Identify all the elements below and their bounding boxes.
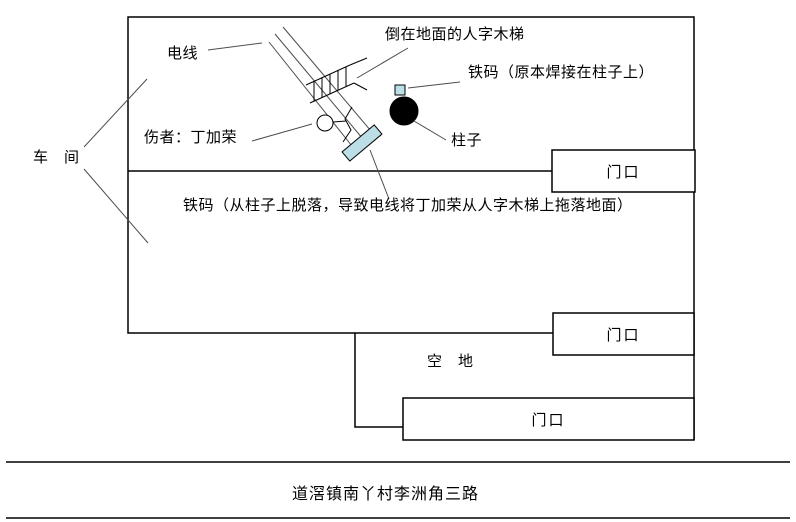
workshop-pointer-upper bbox=[83, 78, 148, 148]
injured-person-marker bbox=[316, 114, 334, 132]
doorway-label-2: 门口 bbox=[606, 326, 641, 344]
ladder-leader-line bbox=[356, 47, 409, 79]
workshop-label: 车 间 bbox=[33, 149, 80, 166]
wire-label: 电线 bbox=[167, 45, 199, 62]
doorway-label-3: 门口 bbox=[531, 411, 566, 429]
pillar-marker bbox=[389, 96, 419, 126]
pillar-leader-line bbox=[413, 120, 447, 141]
fallen-ladder-shape bbox=[305, 57, 368, 104]
iron-weight-on-pillar bbox=[394, 84, 406, 96]
workshop-pointer-lower bbox=[83, 168, 149, 244]
injured-leader-line bbox=[251, 123, 313, 142]
open-ground-label: 空 地 bbox=[427, 353, 474, 370]
road-label: 道滘镇南丫村李洲角三路 bbox=[292, 486, 480, 503]
weight-on-pillar-label: 铁码（原本焊接在柱子上） bbox=[468, 64, 655, 81]
doorway-box-3 bbox=[402, 397, 695, 441]
injured-person-arm bbox=[332, 120, 347, 123]
yard-left-wall bbox=[354, 333, 403, 428]
doorway-box-2 bbox=[552, 312, 695, 356]
fallen-iron-weight bbox=[341, 124, 383, 162]
fallen-weight-label: 铁码（从柱子上脱落，导致电线将丁加荣从人字木梯上拖落地面） bbox=[183, 197, 633, 214]
injured-person-label: 伤者：丁加荣 bbox=[144, 129, 238, 146]
weight-on-pillar-leader-line bbox=[407, 81, 461, 89]
electric-wires bbox=[268, 26, 372, 147]
wire-leader-line bbox=[207, 42, 263, 51]
doorway-box-1 bbox=[551, 149, 696, 193]
pillar-label: 柱子 bbox=[451, 132, 483, 149]
doorway-label-1: 门口 bbox=[606, 163, 641, 181]
injured-person-legs bbox=[342, 106, 353, 143]
fallen-weight-leader-line bbox=[369, 149, 390, 200]
fallen-ladder-label: 倒在地面的人字木梯 bbox=[385, 26, 525, 43]
